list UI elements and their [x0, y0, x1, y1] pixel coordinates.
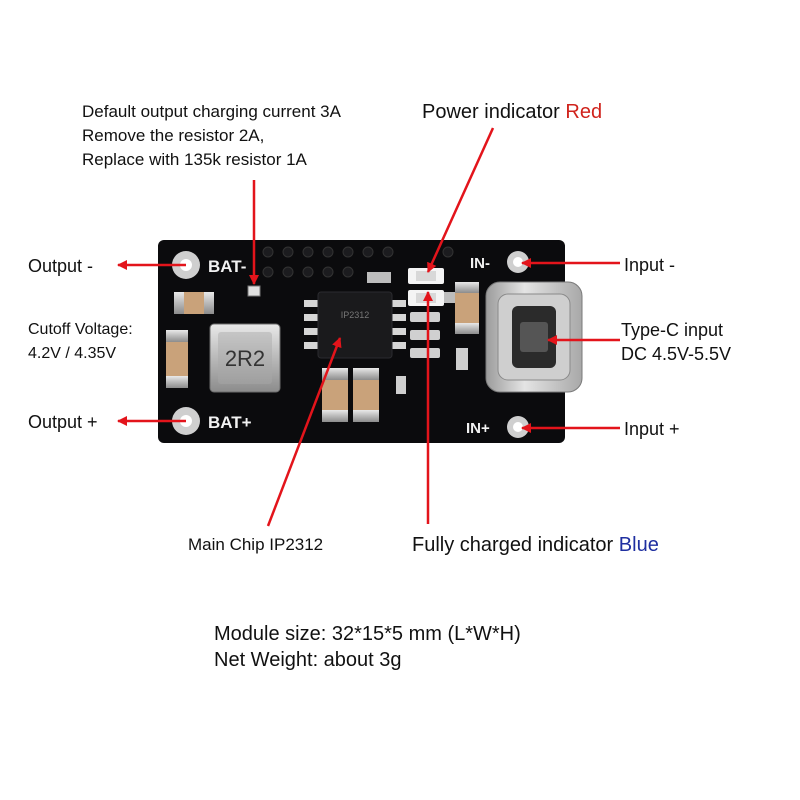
charge-current-line-2: Remove the resistor 2A, [82, 126, 265, 145]
output-plus-label: Output + [28, 412, 98, 432]
charge-current-line-1: Default output charging current 3A [82, 102, 341, 121]
arrow-main-chip [266, 337, 342, 527]
power-indicator-color-word: Red [565, 101, 603, 123]
silk-in-minus: IN- [470, 255, 490, 272]
resistor-small-1 [367, 272, 391, 283]
header-holes [262, 246, 454, 278]
power-indicator-text: Power indicator [422, 101, 566, 123]
resistor-158 [396, 376, 406, 394]
silk-bat-plus: BAT+ [208, 413, 252, 432]
chip-marking: IP2312 [341, 310, 370, 320]
cutoff-voltage-label: Cutoff Voltage: 4.2V / 4.35V [28, 318, 133, 366]
main-chip: IP2312 [304, 291, 406, 359]
capacitor-bottom-1 [322, 368, 348, 422]
charge-current-resistor [247, 285, 261, 297]
full-indicator-color-word: Blue [618, 534, 659, 556]
input-minus-label: Input - [624, 255, 676, 275]
type-c-connector [485, 281, 583, 393]
type-c-range: DC 4.5V-5.5V [621, 344, 732, 364]
inductor-2r2: 2R2 [209, 323, 281, 393]
arrow-power-indicator [426, 127, 495, 273]
resistor-array [410, 312, 440, 358]
main-chip-label: Main Chip IP2312 [188, 535, 324, 554]
type-c-title: Type-C input [621, 320, 724, 340]
charge-current-note: Default output charging current 3A Remov… [82, 100, 341, 172]
output-minus-label: Output - [28, 256, 94, 276]
full-indicator-text: Fully charged indicator [412, 534, 619, 556]
silk-bat-minus: BAT- [208, 257, 246, 276]
cutoff-voltage-value: 4.2V / 4.35V [28, 345, 117, 362]
charge-current-line-3: Replace with 135k resistor 1A [82, 150, 307, 169]
cutoff-voltage-title: Cutoff Voltage: [28, 321, 133, 338]
led-full-blue [408, 290, 444, 306]
input-plus-label: Input + [624, 419, 680, 439]
resistor-right [456, 348, 468, 370]
capacitor-input [455, 282, 479, 334]
led-power-red [408, 268, 444, 284]
net-weight-label: Net Weight: about 3g [214, 649, 402, 671]
capacitor-left [166, 330, 188, 388]
silk-in-plus: IN+ [466, 420, 490, 437]
inductor-marking: 2R2 [225, 346, 265, 371]
type-c-label: Type-C input DC 4.5V-5.5V [621, 318, 731, 366]
power-indicator-label: Power indicator Red [422, 100, 602, 124]
full-indicator-label: Fully charged indicator Blue [412, 533, 659, 557]
capacitor-top-left [174, 292, 214, 314]
module-size-label: Module size: 32*15*5 mm (L*W*H) [214, 623, 521, 645]
capacitor-bottom-2 [353, 368, 379, 422]
resistor-small-2 [433, 292, 457, 303]
